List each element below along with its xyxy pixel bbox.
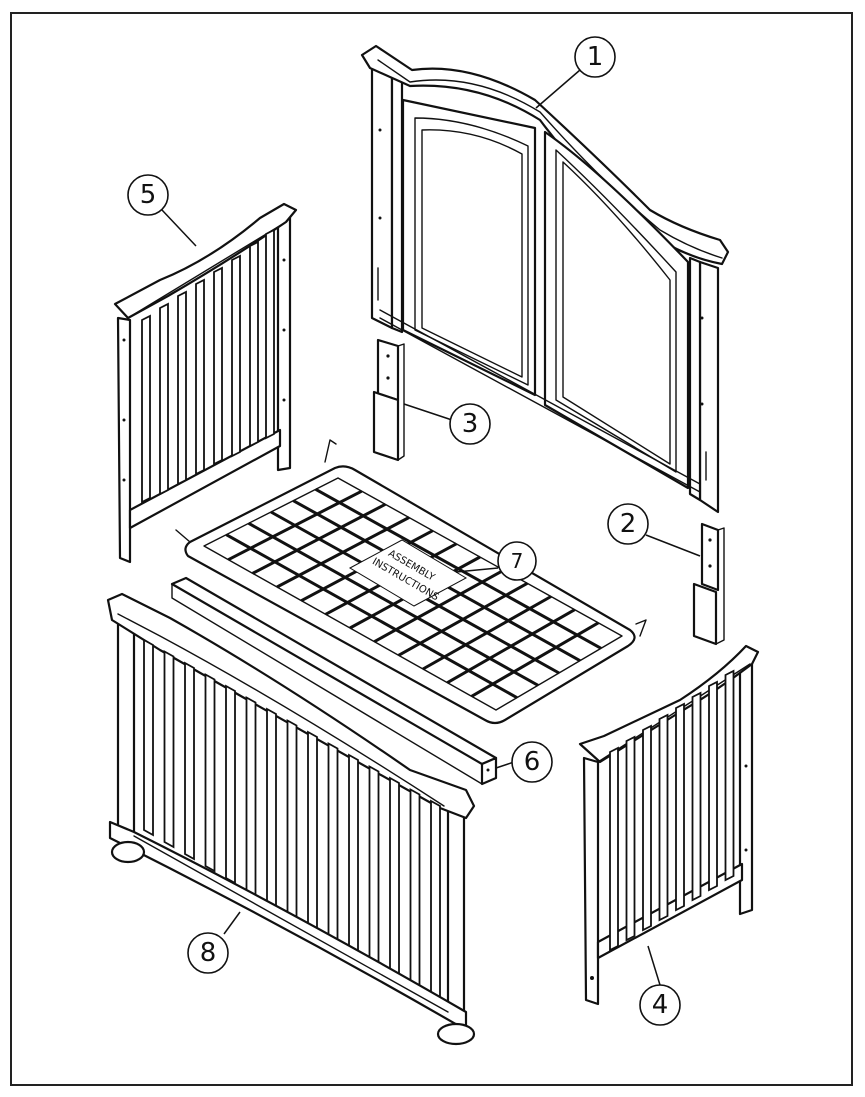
footboard-slat xyxy=(348,753,359,957)
diagram-frame xyxy=(10,12,853,1086)
right-rail-slat xyxy=(675,702,685,912)
footboard-slat xyxy=(143,638,154,837)
footboard-slat xyxy=(307,730,318,933)
footboard-slat xyxy=(204,672,216,873)
spring-grid-line xyxy=(225,533,518,699)
right-rail-slat xyxy=(724,669,735,882)
footboard-slat xyxy=(245,695,257,897)
right-side-rail xyxy=(578,644,760,1006)
mattress-spring: ASSEMBLY INSTRUCTIONS xyxy=(175,439,647,725)
left-post xyxy=(372,338,405,462)
right-rail-slat xyxy=(658,713,669,922)
stabilizer-bar xyxy=(170,576,498,786)
footboard-slat xyxy=(389,776,400,981)
footboard xyxy=(106,592,476,1046)
callout-1: 1 xyxy=(587,42,604,72)
right-rail-slat xyxy=(625,735,636,942)
footboard-slat xyxy=(327,741,339,945)
right-rail-slat xyxy=(609,746,619,952)
spring-grid-line xyxy=(247,522,539,687)
footboard-slat xyxy=(184,661,195,861)
right-rail-slat xyxy=(642,724,652,932)
callout-8: 8 xyxy=(200,938,217,968)
callout-3: 3 xyxy=(462,409,479,439)
callout-2: 2 xyxy=(620,509,637,539)
footboard-slat xyxy=(368,764,380,969)
footboard-slat xyxy=(286,718,298,921)
footboard-slat xyxy=(163,649,175,849)
right-rail-slat xyxy=(708,680,718,892)
callout-5: 5 xyxy=(140,180,157,210)
right-rail-slat xyxy=(691,691,702,902)
callout-4: 4 xyxy=(652,990,669,1020)
left-side-rail xyxy=(113,202,298,564)
footboard-slat xyxy=(225,684,236,885)
spring-grid-line xyxy=(314,488,602,650)
footboard-slat xyxy=(266,707,277,909)
callout-6: 6 xyxy=(524,747,541,777)
right-post xyxy=(692,522,725,646)
footboard-slat xyxy=(430,799,441,1005)
callouts: 1 2 3 4 5 6 7 8 xyxy=(127,36,701,1026)
headboard xyxy=(360,44,730,514)
footboard-slat xyxy=(409,787,421,993)
callout-7: 7 xyxy=(511,549,524,573)
